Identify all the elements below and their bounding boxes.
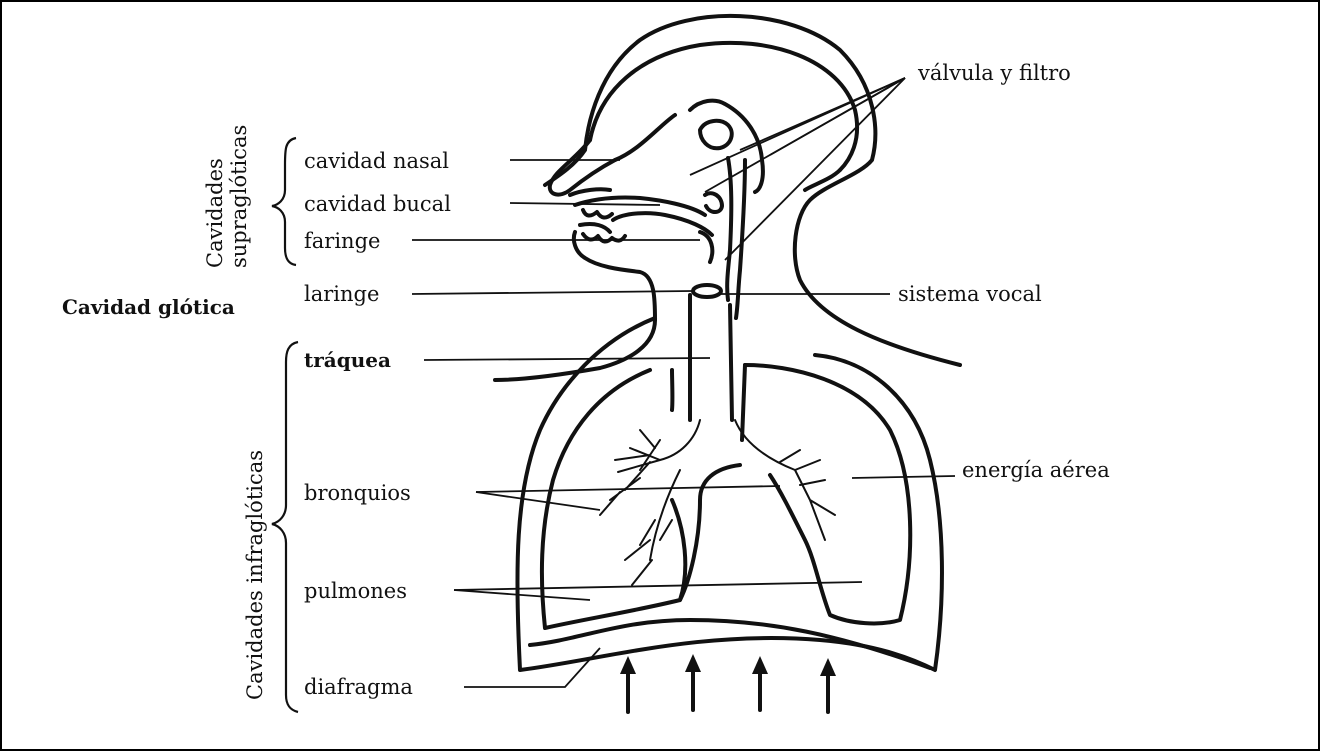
- label-cavidad-glotica: Cavidad glótica: [62, 295, 235, 319]
- label-traquea: tráquea: [304, 348, 391, 372]
- diaphragm-arrows: [620, 654, 836, 712]
- label-sistema-vocal: sistema vocal: [898, 282, 1042, 306]
- supraglottic-brace: [272, 138, 296, 265]
- head-outline: [495, 16, 960, 380]
- label-diafragma: diafragma: [304, 675, 413, 699]
- label-laringe: laringe: [304, 282, 379, 306]
- label-valvula-filtro: válvula y filtro: [917, 61, 1071, 85]
- label-supraglottic-line1: Cavidades: [203, 158, 227, 268]
- label-energia-aerea: energía aérea: [962, 458, 1110, 482]
- labels: válvula y filtro cavidad nasal cavidad b…: [62, 61, 1110, 700]
- up-arrow-icon: [752, 656, 768, 710]
- label-supraglottic-line2: supraglóticas: [227, 125, 251, 268]
- label-pulmones: pulmones: [304, 579, 407, 603]
- label-bronquios: bronquios: [304, 481, 411, 505]
- up-arrow-icon: [685, 654, 701, 710]
- infraglottic-brace: [272, 342, 298, 712]
- label-faringe: faringe: [304, 229, 380, 253]
- lungs-outline: [517, 295, 942, 670]
- label-cavidad-nasal: cavidad nasal: [304, 149, 449, 173]
- label-cavidad-bucal: cavidad bucal: [304, 192, 451, 216]
- label-supraglottic-group: Cavidades supraglóticas: [203, 125, 251, 268]
- label-infraglottic: Cavidades infraglóticas: [243, 450, 267, 700]
- up-arrow-icon: [620, 656, 636, 712]
- up-arrow-icon: [820, 658, 836, 712]
- braces: [272, 138, 298, 712]
- label-infraglottic-group: Cavidades infraglóticas: [243, 450, 267, 700]
